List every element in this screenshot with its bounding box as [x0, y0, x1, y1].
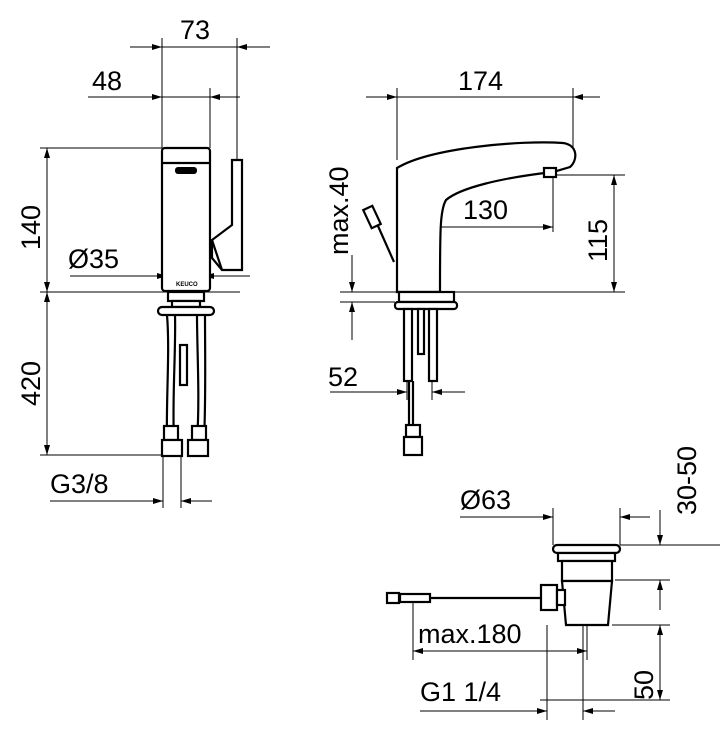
dim-diameter-63: Ø63 — [460, 485, 511, 515]
dim-g1-1-4: G1 1/4 — [420, 677, 501, 707]
front-view: 73 48 140 420 Ø35 G3/8 KEUCO — [16, 15, 270, 508]
brand-logo: KEUCO — [176, 282, 198, 288]
dim-48: 48 — [92, 66, 122, 96]
dim-174: 174 — [458, 66, 503, 96]
dim-30-50: 30-50 — [672, 446, 702, 515]
dim-52: 52 — [328, 362, 358, 392]
dim-max-40: max.40 — [324, 166, 354, 255]
waste-valve-view: Ø63 30-50 max.180 50 G1 1/4 — [385, 446, 720, 720]
dim-115: 115 — [583, 219, 613, 262]
dim-130: 130 — [463, 195, 508, 225]
dim-420: 420 — [16, 361, 46, 406]
dim-50: 50 — [629, 670, 659, 700]
dim-140: 140 — [16, 205, 46, 250]
side-view: 174 max.40 130 115 52 — [324, 66, 625, 457]
dim-g3-8: G3/8 — [50, 469, 109, 499]
dim-73: 73 — [180, 15, 210, 45]
dim-max-180: max.180 — [418, 619, 522, 649]
dim-diameter-35: Ø35 — [68, 244, 119, 274]
